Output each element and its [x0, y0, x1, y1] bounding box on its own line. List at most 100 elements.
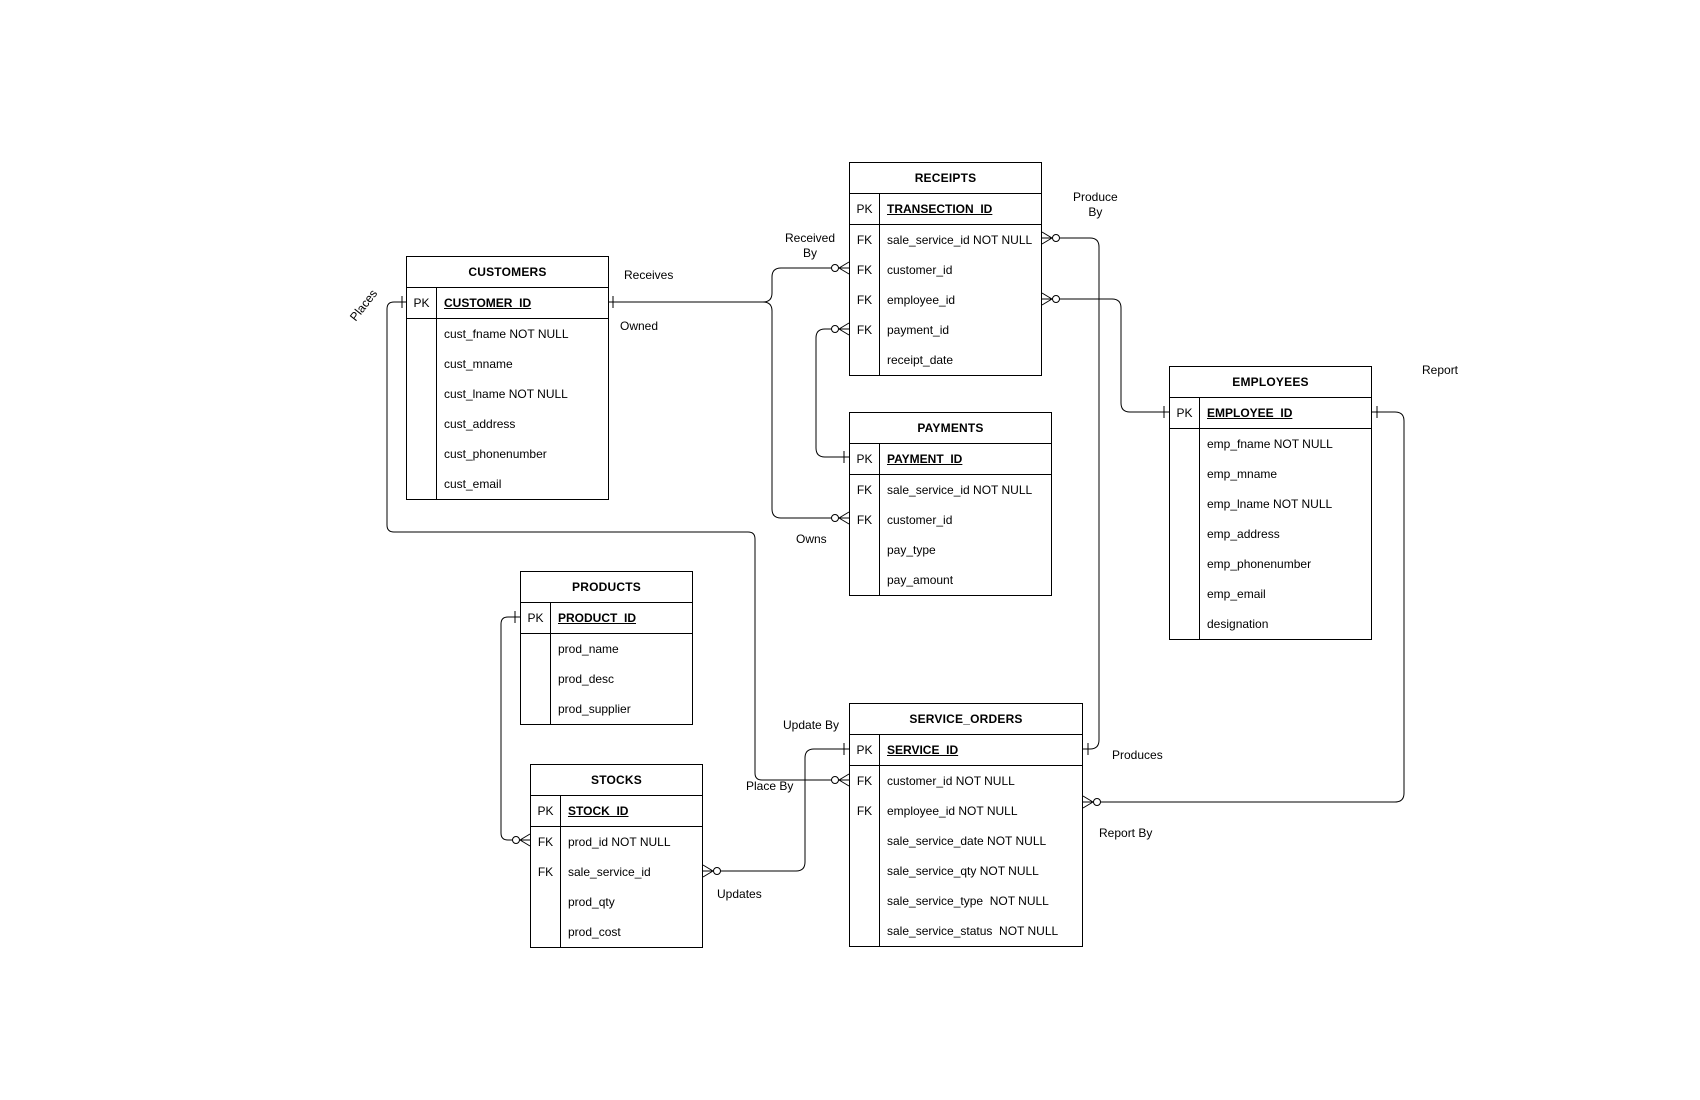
pk-row: PK SERVICE_ID — [850, 735, 1082, 766]
many-marker-receipts-payment-crowfoot — [838, 322, 850, 336]
entity-title: EMPLOYEES — [1170, 367, 1371, 398]
many-marker-receipts-service-crowfoot — [1041, 231, 1053, 245]
field-name: emp_mname — [1207, 467, 1278, 481]
field-name: prod_supplier — [558, 702, 631, 716]
field-name: receipt_date — [887, 353, 954, 367]
field-row: sale_service_qty NOT NULL — [850, 856, 1082, 886]
field-name: prod_cost — [568, 925, 621, 939]
label-place-by: Place By — [746, 779, 794, 793]
label-report: Report — [1422, 363, 1459, 377]
pk-row: PK EMPLOYEE_ID — [1170, 398, 1371, 429]
field-name: sale_service_type NOT NULL — [887, 894, 1049, 908]
field-row: FK employee_id — [850, 285, 1041, 315]
label-update-by: Update By — [783, 718, 840, 732]
field-name: sale_service_status NOT NULL — [887, 924, 1059, 938]
many-marker-service-orders-customer-crowfoot — [838, 773, 850, 787]
field-row: FK sale_service_id — [531, 857, 702, 887]
many-marker-service-orders-employee-zero-circle — [1093, 798, 1101, 806]
field-row: sale_service_status NOT NULL — [850, 916, 1082, 946]
key-marker — [407, 349, 437, 379]
key-marker — [521, 664, 551, 694]
pk-marker: PK — [850, 444, 880, 474]
entity-title: CUSTOMERS — [407, 257, 608, 288]
field-row: emp_mname — [1170, 459, 1371, 489]
field-row: emp_email — [1170, 579, 1371, 609]
field-name: prod_desc — [558, 672, 615, 686]
field-row: cust_email — [407, 469, 608, 499]
field-name: sale_service_qty NOT NULL — [887, 864, 1039, 878]
rel-customers-payments — [762, 301, 849, 519]
pk-field: TRANSECTION_ID — [887, 202, 993, 216]
field-name: customer_id — [887, 263, 953, 277]
field-name: emp_phonenumber — [1207, 557, 1312, 571]
many-marker-payments-customer-crowfoot — [838, 511, 850, 525]
pk-marker: PK — [1170, 398, 1200, 428]
field-name: sale_service_id — [568, 865, 651, 879]
key-marker: FK — [850, 285, 880, 315]
field-row: cust_mname — [407, 349, 608, 379]
rel-service-orders-receipts — [1042, 237, 1100, 750]
pk-row: PK TRANSECTION_ID — [850, 194, 1041, 225]
field-row: pay_amount — [850, 565, 1051, 595]
many-marker-stocks-product-crowfoot — [519, 833, 531, 847]
key-marker — [407, 469, 437, 499]
entity-products[interactable]: PRODUCTS PK PRODUCT_ID prod_name prod_de… — [520, 571, 693, 725]
key-marker — [521, 634, 551, 664]
field-name: sale_service_id NOT NULL — [887, 483, 1033, 497]
field-row: pay_type — [850, 535, 1051, 565]
pk-marker: PK — [521, 603, 551, 633]
label-owns: Owns — [796, 532, 827, 546]
key-marker — [531, 887, 561, 917]
many-marker-stocks-service-crowfoot — [702, 864, 714, 878]
rel-customers-service-orders — [386, 301, 849, 781]
key-marker — [407, 439, 437, 469]
field-row: emp_phonenumber — [1170, 549, 1371, 579]
pk-field: STOCK_ID — [568, 804, 629, 818]
field-row: cust_address — [407, 409, 608, 439]
pk-marker: PK — [531, 796, 561, 826]
label-updates: Updates — [717, 887, 762, 901]
key-marker — [1170, 609, 1200, 639]
field-name: employee_id — [887, 293, 956, 307]
pk-field: PAYMENT_ID — [887, 452, 963, 466]
pk-field: SERVICE_ID — [887, 743, 959, 757]
field-name: prod_id NOT NULL — [568, 835, 671, 849]
pk-marker: PK — [850, 194, 880, 224]
field-name: sale_service_date NOT NULL — [887, 834, 1047, 848]
entity-customers[interactable]: CUSTOMERS PK CUSTOMER_ID cust_fname NOT … — [406, 256, 609, 500]
many-marker-receipts-customer-crowfoot — [838, 261, 850, 275]
field-row: emp_fname NOT NULL — [1170, 429, 1371, 459]
entity-employees[interactable]: EMPLOYEES PK EMPLOYEE_ID emp_fname NOT N… — [1169, 366, 1372, 640]
key-marker — [1170, 489, 1200, 519]
key-marker: FK — [531, 857, 561, 887]
key-marker — [850, 826, 880, 856]
rel-employees-receipts — [1042, 298, 1169, 413]
rel-products-stocks — [500, 616, 530, 841]
label-owned: Owned — [620, 319, 659, 333]
field-name: sale_service_id NOT NULL — [887, 233, 1033, 247]
many-marker-receipts-employee-crowfoot — [1041, 292, 1053, 306]
entity-title: PAYMENTS — [850, 413, 1051, 444]
field-name: pay_amount — [887, 573, 954, 587]
pk-field: EMPLOYEE_ID — [1207, 406, 1293, 420]
key-marker — [407, 409, 437, 439]
key-marker: FK — [850, 505, 880, 535]
label-receives: Receives — [624, 268, 674, 282]
field-row: sale_service_date NOT NULL — [850, 826, 1082, 856]
entity-title: SERVICE_ORDERS — [850, 704, 1082, 735]
key-marker — [407, 319, 437, 349]
label-received-by: Received By — [785, 231, 836, 260]
many-marker-stocks-product-zero-circle — [512, 836, 520, 844]
rel-service-orders-stocks — [703, 748, 849, 872]
